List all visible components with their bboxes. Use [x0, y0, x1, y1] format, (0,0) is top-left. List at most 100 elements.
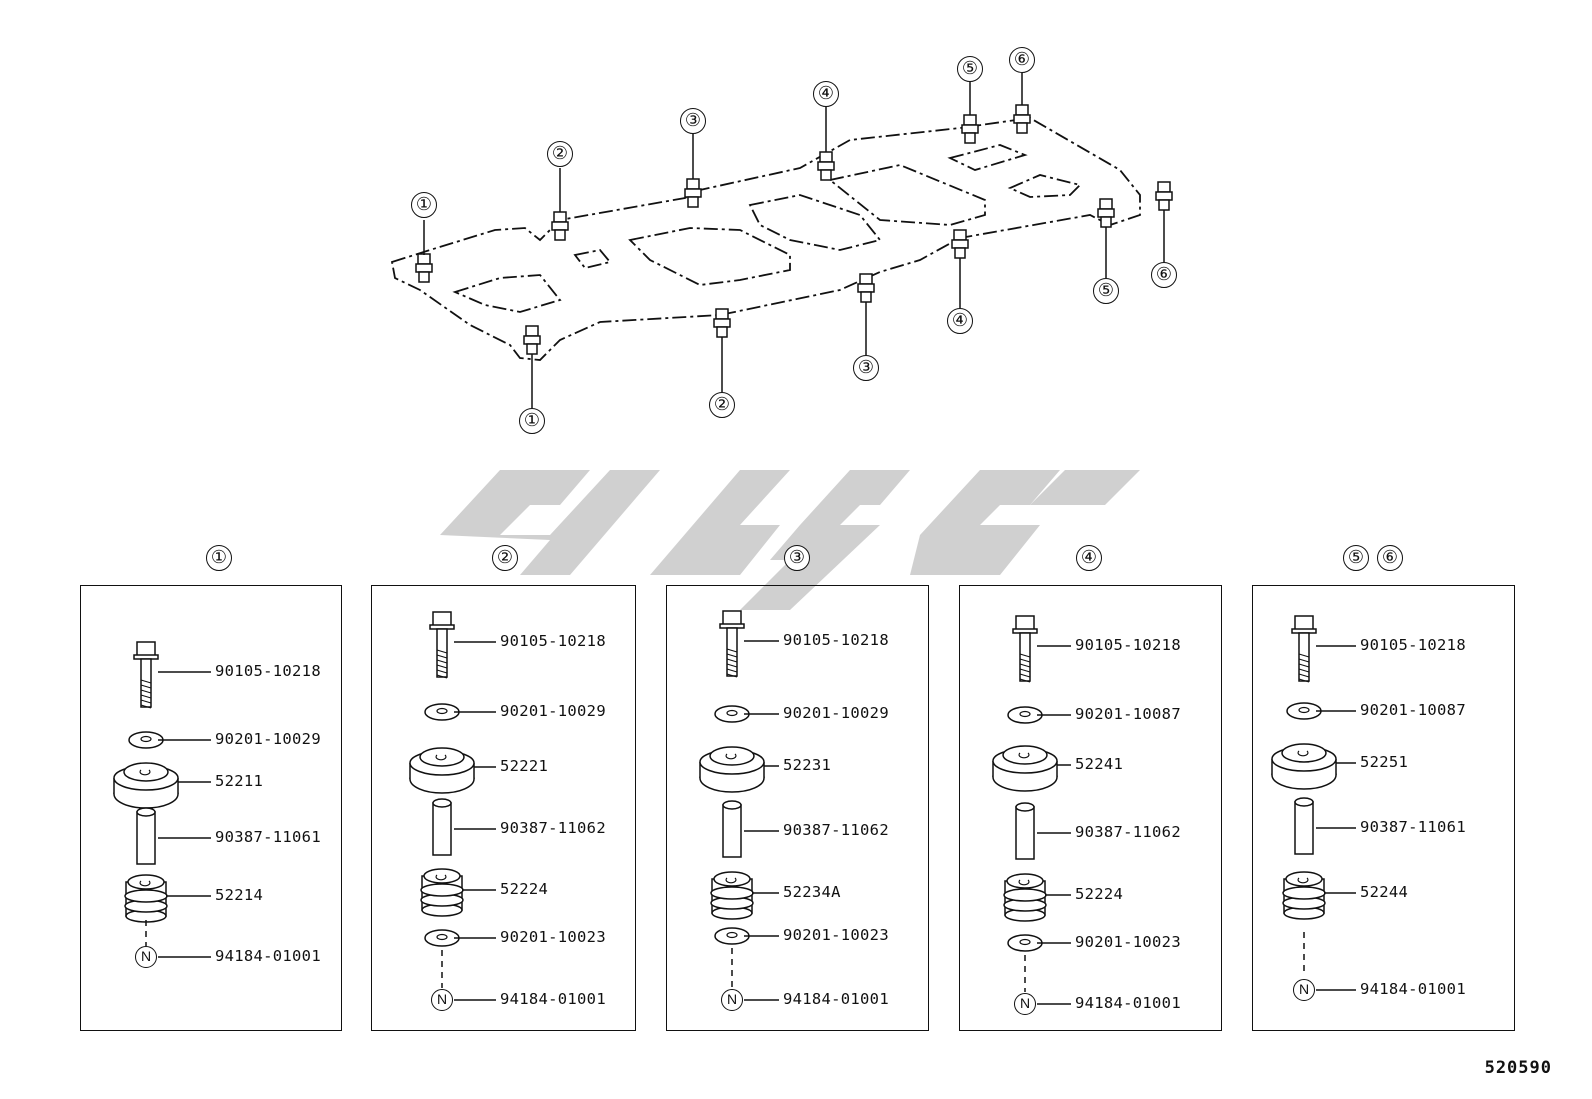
frame-cutout-5 [827, 164, 986, 226]
part-number-label: 90201-10029 [783, 704, 889, 722]
bolt-icon [133, 641, 159, 709]
nut-icon: N [721, 989, 743, 1011]
part-number-label: 90105-10218 [500, 632, 606, 650]
part-number-label: 90105-10218 [215, 662, 321, 680]
nut-icon: N [431, 989, 453, 1011]
part-number-label: 90201-10029 [215, 730, 321, 748]
bolt-icon [1012, 615, 1038, 683]
panel-heading-circle: ⑥ [1377, 545, 1403, 571]
panel-heading-circle: ③ [784, 545, 810, 571]
part-number-label: 52234A [783, 883, 841, 901]
washer-icon [714, 705, 750, 723]
part-number-label: 90105-10218 [1360, 636, 1466, 654]
nut-icon: N [135, 946, 157, 968]
part-number-label: 52241 [1075, 755, 1124, 773]
part-number-label: 90387-11062 [500, 819, 606, 837]
mount-post [817, 151, 835, 181]
washer-icon [1286, 702, 1322, 720]
part-number-label: 90387-11061 [1360, 818, 1466, 836]
upper-cushion-icon [992, 745, 1058, 792]
panel-heading-5-6: ⑤ ⑥ [1343, 545, 1403, 571]
washer-icon [128, 731, 164, 749]
bolt-icon [719, 610, 745, 678]
upper-cushion-icon [113, 762, 179, 809]
callout-bottom-6: ⑥ [1151, 262, 1177, 288]
panel-heading-3: ③ [784, 545, 810, 571]
mount-panel-4 [959, 585, 1222, 1031]
lower-cushion-icon [1003, 873, 1047, 922]
part-number-label: 90201-10087 [1075, 705, 1181, 723]
callout-top-3: ③ [680, 108, 706, 134]
nut-icon: N [1014, 993, 1036, 1015]
part-number-label: 90201-10023 [500, 928, 606, 946]
part-number-label: 90387-11062 [1075, 823, 1181, 841]
callout-bottom-2: ② [709, 392, 735, 418]
callout-top-2: ② [547, 141, 573, 167]
part-number-label: 94184-01001 [783, 990, 889, 1008]
upper-cushion-icon [1271, 743, 1337, 790]
part-number-label: 52214 [215, 886, 264, 904]
part-number-label: 90201-10023 [783, 926, 889, 944]
mount-post [951, 229, 969, 259]
part-number-label: 90201-10087 [1360, 701, 1466, 719]
callout-bottom-5: ⑤ [1093, 278, 1119, 304]
panel-heading-circle: ② [492, 545, 518, 571]
part-number-label: 52244 [1360, 883, 1409, 901]
lower-cushion-icon [710, 871, 754, 920]
callout-bottom-1: ① [519, 408, 545, 434]
bolt-icon [429, 611, 455, 679]
washer-icon [714, 927, 750, 945]
bolt-icon [1291, 615, 1317, 683]
watermark-logo [440, 470, 1140, 610]
panel-heading-circle: ⑤ [1343, 545, 1369, 571]
upper-cushion-icon [699, 746, 765, 793]
part-number-label: 94184-01001 [500, 990, 606, 1008]
mount-post [857, 273, 875, 303]
collar-icon [136, 807, 156, 865]
part-number-label: 90105-10218 [783, 631, 889, 649]
part-number-label: 94184-01001 [215, 947, 321, 965]
part-number-label: 90105-10218 [1075, 636, 1181, 654]
mount-post [1013, 104, 1031, 134]
part-number-label: 52251 [1360, 753, 1409, 771]
callout-top-6: ⑥ [1009, 47, 1035, 73]
part-number-label: 94184-01001 [1075, 994, 1181, 1012]
part-number-label: 52224 [500, 880, 549, 898]
part-number-label: 90201-10029 [500, 702, 606, 720]
lower-cushion-icon [124, 874, 168, 923]
part-number-label: 90387-11061 [215, 828, 321, 846]
frame-cutout-6 [947, 144, 1028, 171]
frame-cutout-1 [452, 274, 562, 313]
panel-heading-1: ① [206, 545, 232, 571]
panel-heading-2: ② [492, 545, 518, 571]
frame-cutout-3 [628, 227, 791, 286]
mount-panel-1 [80, 585, 342, 1031]
part-number-label: 52221 [500, 757, 549, 775]
callout-top-5: ⑤ [957, 56, 983, 82]
mount-post [523, 325, 541, 355]
part-number-label: 94184-01001 [1360, 980, 1466, 998]
washer-icon [424, 703, 460, 721]
mount-panel-5-6 [1252, 585, 1515, 1031]
panel-heading-circle: ① [206, 545, 232, 571]
mount-panel-3 [666, 585, 929, 1031]
callout-top-4: ④ [813, 81, 839, 107]
frame-cutout-7 [1007, 174, 1082, 198]
frame-cutout-4 [748, 194, 882, 251]
part-number-label: 90387-11062 [783, 821, 889, 839]
collar-icon [1015, 802, 1035, 860]
part-number-label: 90201-10023 [1075, 933, 1181, 951]
lower-cushion-icon [420, 868, 464, 917]
nut-icon: N [1293, 979, 1315, 1001]
callout-top-1: ① [411, 192, 437, 218]
collar-icon [1294, 797, 1314, 855]
part-number-label: 52224 [1075, 885, 1124, 903]
callout-bottom-4: ④ [947, 308, 973, 334]
body-frame-drawing [390, 73, 1173, 408]
part-number-label: 52211 [215, 772, 264, 790]
collar-icon [432, 798, 452, 856]
mount-panel-2 [371, 585, 636, 1031]
washer-icon [1007, 706, 1043, 724]
washer-icon [1007, 934, 1043, 952]
